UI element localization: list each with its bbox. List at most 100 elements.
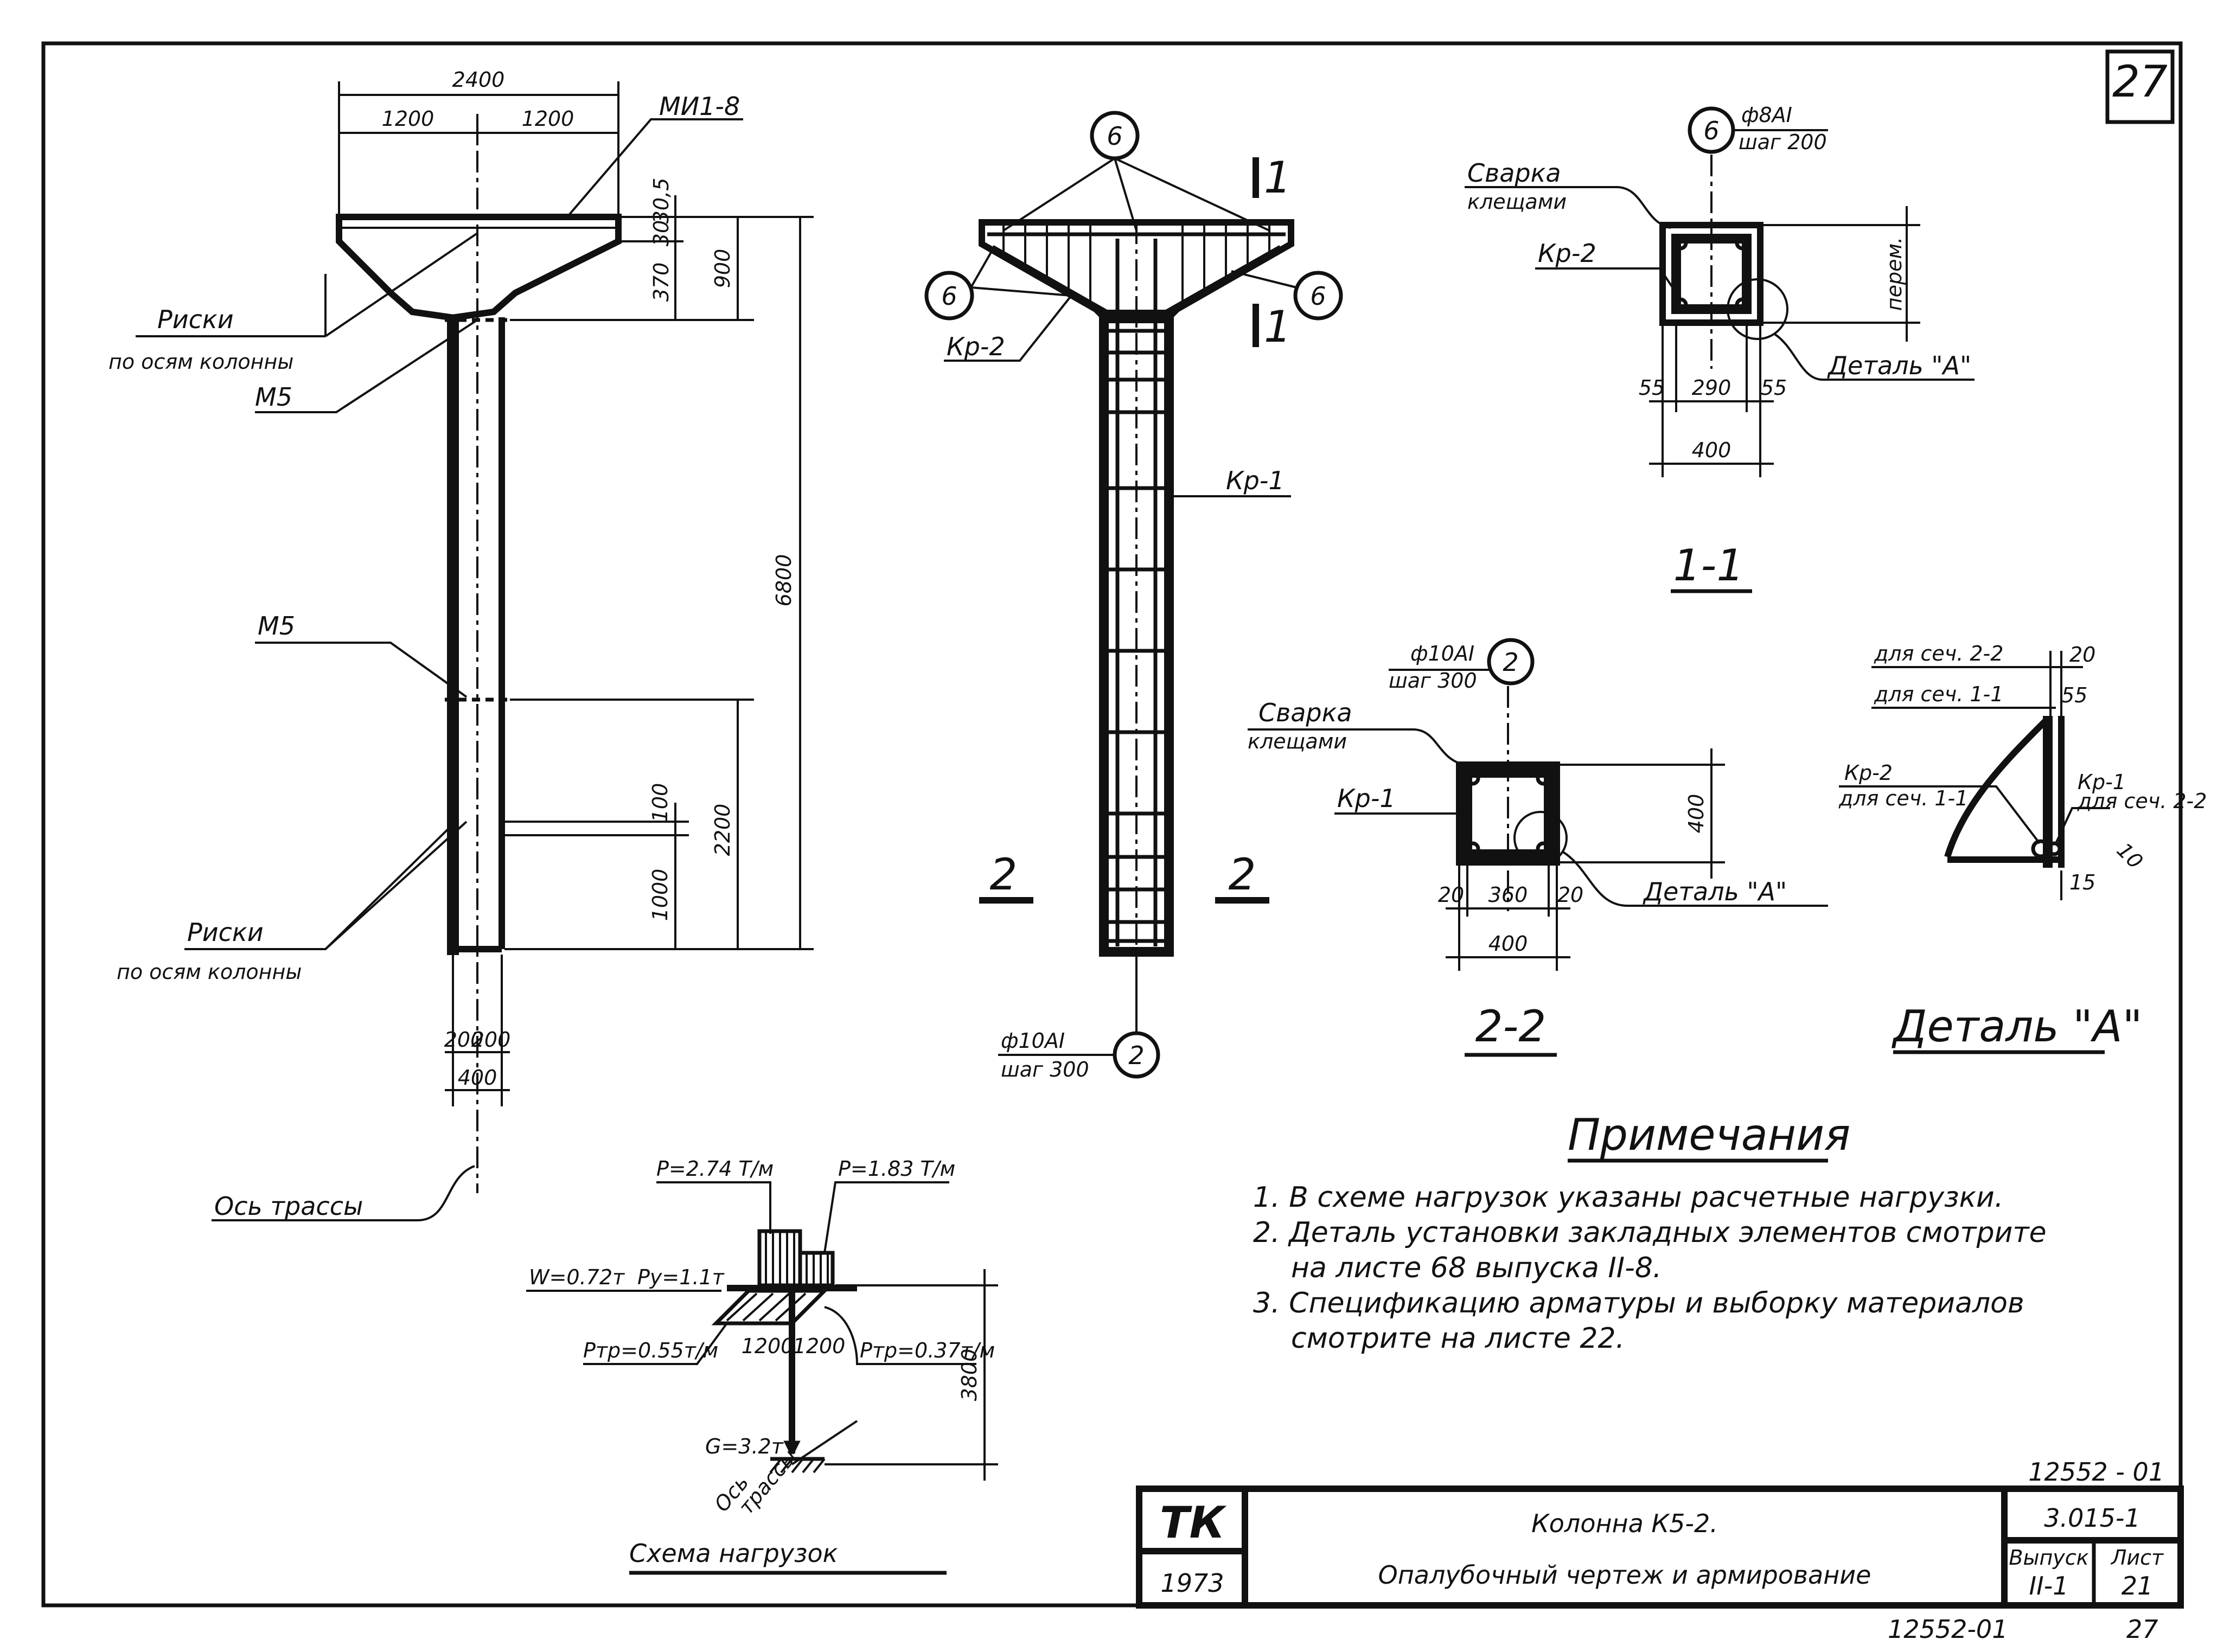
section-mark-1-top: 1 bbox=[1264, 152, 1292, 203]
label-riski-top: Риски bbox=[157, 305, 234, 334]
detail-a-sec11: для сеч. 1-1 bbox=[1874, 682, 2003, 706]
dim-1200-right: 1200 bbox=[522, 107, 574, 131]
section-2-2-bar-spec-bottom: шаг 300 bbox=[1389, 669, 1477, 693]
mark-6-right-text: 6 bbox=[1310, 281, 1326, 311]
title-sheet-value: 21 bbox=[2122, 1571, 2154, 1600]
mark-2-bottom-text: 2 bbox=[1128, 1041, 1144, 1070]
section-1-1: 6 ф8АI шаг 200 Сварка клещами Кр-2 перем… bbox=[1465, 103, 1975, 593]
label-mi1-8: МИ1-8 bbox=[659, 92, 740, 121]
doc-code-top: 12552 - 01 bbox=[2028, 1457, 2164, 1487]
title-sheet-label: Лист bbox=[2110, 1546, 2164, 1570]
section-1-1-dim-400: 400 bbox=[1692, 438, 1731, 462]
dim-head-900: 900 bbox=[711, 249, 734, 289]
section-2-2-dim-400: 400 bbox=[1488, 932, 1528, 956]
notes-title: Примечания bbox=[1568, 1110, 1850, 1160]
detail-a: для сеч. 2-2 для сеч. 1-1 20 55 Кр-2 для… bbox=[1838, 642, 2207, 1054]
section-2-2-weld: Сварка bbox=[1258, 698, 1352, 727]
section-1-1-detail: Деталь "А" bbox=[1827, 351, 1971, 380]
label-kr1: Кр-1 bbox=[1226, 466, 1285, 495]
section-2-2-title: 2-2 bbox=[1475, 1001, 1547, 1052]
load-py: Ру=1.1т bbox=[637, 1265, 725, 1289]
load-dim-height: 3800 bbox=[957, 1349, 981, 1401]
bar-spec-top: ф10АI bbox=[1001, 1029, 1065, 1053]
notes-item-2: 2. Деталь установки закладных элементов … bbox=[1253, 1216, 2047, 1249]
section-2-2-dim-20-right: 20 bbox=[1557, 883, 1583, 907]
load-dim-1200-right: 1200 bbox=[793, 1334, 846, 1358]
section-1-1-bar-spec-bottom: шаг 200 bbox=[1739, 130, 1827, 154]
detail-a-sec22: для сеч. 2-2 bbox=[1874, 642, 2003, 665]
label-m5-mid: М5 bbox=[258, 611, 295, 641]
detail-a-dim-20: 20 bbox=[2069, 643, 2095, 667]
load-g: G=3.2т bbox=[705, 1435, 784, 1458]
mark-6-top-text: 6 bbox=[1107, 121, 1122, 151]
load-ptp-left: Ртр=0.55т/м bbox=[583, 1339, 718, 1362]
dim-1200-left: 1200 bbox=[382, 107, 435, 131]
reinf-stirrups bbox=[1104, 329, 1169, 943]
detail-a-title: Деталь "А" bbox=[1892, 1001, 2142, 1052]
detail-a-dim-15: 15 bbox=[2069, 870, 2095, 894]
dim-2400: 2400 bbox=[452, 68, 505, 92]
title-issue-label: Выпуск bbox=[2009, 1546, 2088, 1570]
detail-a-dim-55: 55 bbox=[2061, 683, 2087, 707]
section-1-1-weld: Сварка bbox=[1467, 158, 1561, 188]
dim-200-left: 200 bbox=[444, 1028, 484, 1052]
load-scheme-title: Схема нагрузок bbox=[629, 1539, 838, 1568]
notes-item-3b: смотрите на листе 22. bbox=[1291, 1322, 1625, 1355]
section-1-1-dim-290: 290 bbox=[1692, 376, 1731, 400]
label-riski-bottom: Риски bbox=[187, 918, 264, 947]
dim-1000: 1000 bbox=[648, 869, 672, 921]
load-p-right: Р=1.83 Т/м bbox=[838, 1157, 955, 1181]
title-logo: ТК bbox=[1160, 1497, 1227, 1548]
load-scheme: Р=2.74 Т/м Р=1.83 Т/м W=0.72т Ру=1.1т Рт… bbox=[526, 1157, 998, 1575]
notes-item-3: 3. Спецификацию арматуры и выборку матер… bbox=[1253, 1287, 2024, 1320]
section-2-2-kr1: Кр-1 bbox=[1337, 784, 1396, 813]
title-block-frame bbox=[1136, 1485, 2184, 1609]
section-1-1-weld-sub: клещами bbox=[1467, 190, 1567, 214]
load-dim-1200-left: 1200 bbox=[742, 1334, 794, 1358]
section-1-1-kr2: Кр-2 bbox=[1538, 239, 1596, 268]
title-block: 12552 - 01 ТК 1973 Колонна К5-2. Опалубо… bbox=[1136, 1457, 2184, 1609]
label-m5-top: М5 bbox=[255, 382, 292, 412]
detail-a-dim-10: 10 bbox=[2112, 838, 2148, 873]
load-ptp-right: Ртр=0.37т/м bbox=[860, 1339, 995, 1362]
detail-a-concrete-arc bbox=[1944, 719, 2048, 858]
section-1-1-mark-text: 6 bbox=[1703, 116, 1719, 145]
section-1-1-bar-spec-top: ф8АI bbox=[1741, 103, 1792, 127]
section-2-2-mark bbox=[1487, 638, 1535, 686]
dim-100: 100 bbox=[648, 783, 672, 823]
label-riski-top-sub: по осям колонны bbox=[108, 350, 293, 374]
corner-number-box bbox=[2105, 49, 2175, 124]
notes-item-2b: на листе 68 выпуска II-8. bbox=[1291, 1252, 1662, 1284]
title-issue-value: II-1 bbox=[2029, 1571, 2069, 1600]
detail-a-callout-circle bbox=[1727, 278, 1788, 340]
section-mark-2-right: 2 bbox=[1229, 849, 1256, 900]
section-2-2: 2 ф10АI шаг 300 Сварка клещами Кр-1 400 … bbox=[1248, 638, 1828, 1057]
section-1-1-dim-55-left: 55 bbox=[1639, 376, 1665, 400]
section-1-1-title: 1-1 bbox=[1673, 540, 1745, 591]
bar-spec-bottom: шаг 300 bbox=[1001, 1058, 1089, 1081]
reinforcement-view: 6 6 6 Кр-2 Кр-1 1 1 2 2 2 ф10АI bbox=[924, 111, 1343, 1081]
section-2-2-detail: Деталь "А" bbox=[1643, 877, 1787, 906]
section-2-2-weld-sub: клещами bbox=[1248, 729, 1347, 753]
title-line-2: Опалубочный чертеж и армирование bbox=[1378, 1560, 1871, 1590]
label-kr2: Кр-2 bbox=[947, 332, 1005, 361]
detail-a-kr1-sub: для сеч. 2-2 bbox=[2077, 789, 2207, 813]
corner-number: 27 bbox=[2112, 56, 2168, 107]
dim-200-right: 200 bbox=[471, 1028, 511, 1052]
dim-head-c: 370 bbox=[649, 262, 673, 302]
detail-a-kr1: Кр-1 bbox=[2078, 770, 2126, 794]
section-mark-1-bottom: 1 bbox=[1264, 302, 1292, 352]
dim-2200: 2200 bbox=[711, 804, 734, 856]
load-p-left: Р=2.74 Т/м bbox=[656, 1157, 774, 1181]
column-head bbox=[336, 214, 622, 955]
section-2-2-dim-360: 360 bbox=[1488, 883, 1528, 907]
label-axis-route: Ось трассы bbox=[214, 1192, 363, 1221]
elevation-view: 2400 1200 1200 МИ1-8 Риски по осям колон… bbox=[108, 68, 814, 1221]
title-year: 1973 bbox=[1160, 1568, 1224, 1598]
dim-400: 400 bbox=[458, 1066, 497, 1090]
mark-6-right bbox=[1293, 271, 1343, 321]
detail-a-kr2: Кр-2 bbox=[1844, 761, 1893, 785]
label-riski-bottom-sub: по осям колонны bbox=[117, 960, 302, 984]
section-1-1-var: перем. bbox=[1882, 237, 1906, 311]
